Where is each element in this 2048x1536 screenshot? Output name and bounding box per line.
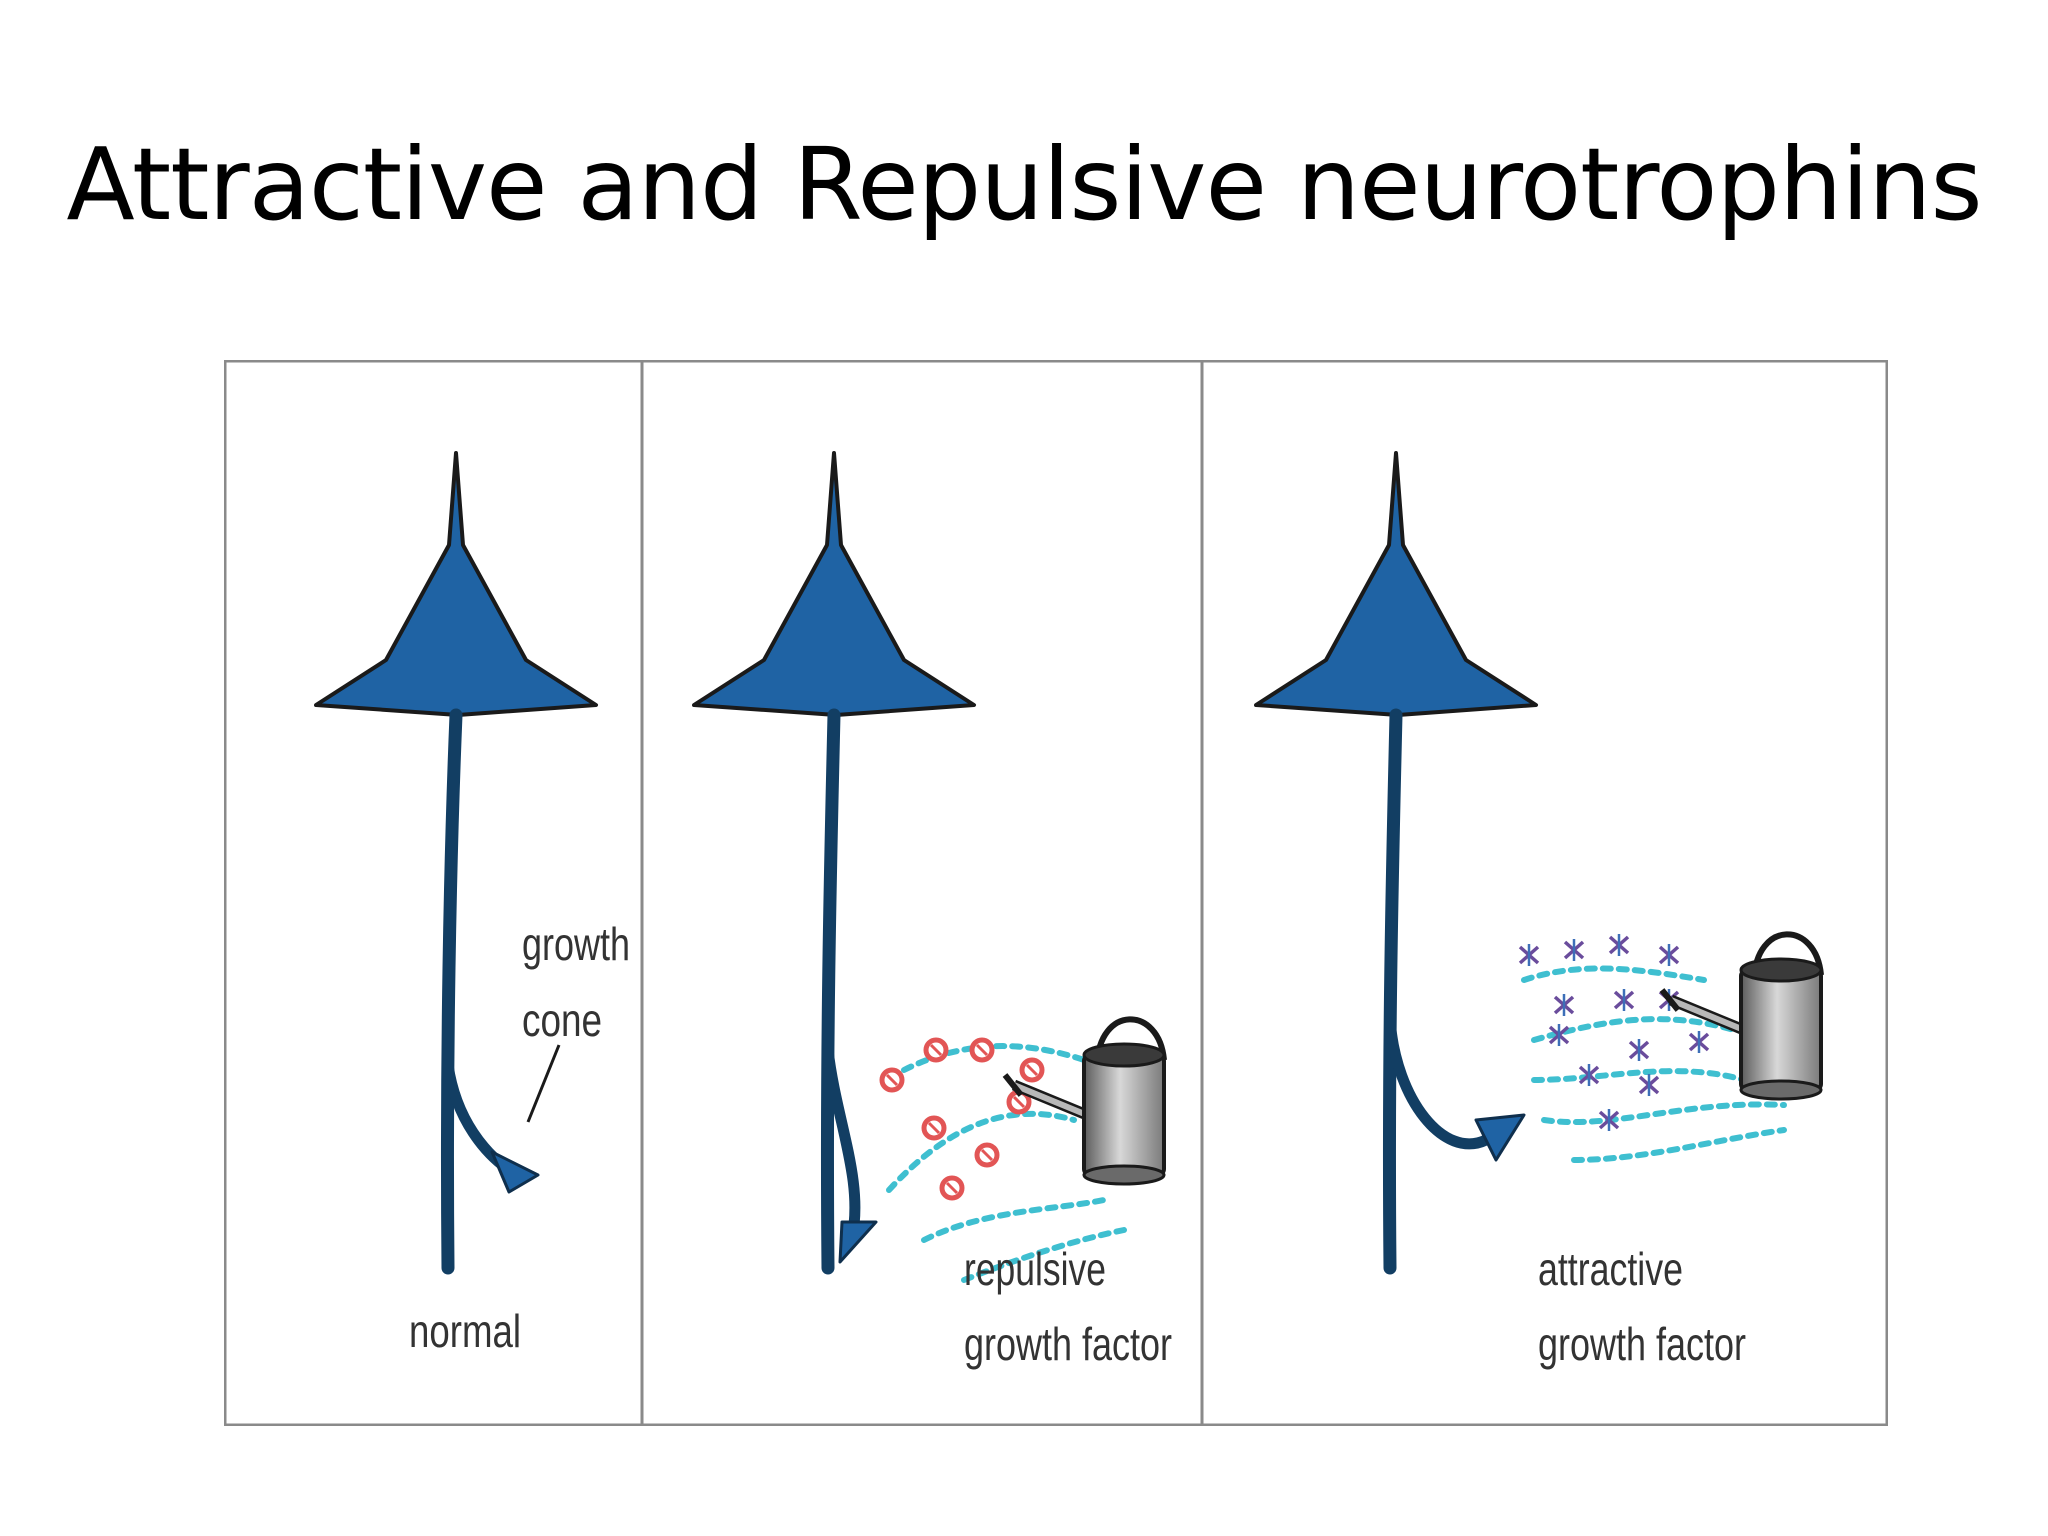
growth-cone-label: growth (522, 918, 630, 970)
growth-cone-arrow (490, 1150, 540, 1194)
panel-label-attractive: growth factor (1538, 1318, 1746, 1370)
panel-attractive: attractive growth factor (1254, 451, 1821, 1370)
panel-normal: growth cone normal (314, 451, 630, 1357)
panel-repulsive: repulsive growth factor (692, 451, 1172, 1370)
panel-label-repulsive: growth factor (964, 1318, 1172, 1370)
repulsive-particle-marks (885, 1043, 1039, 1195)
panel-label-attractive: attractive (1538, 1243, 1683, 1295)
annotation-pointer (526, 1044, 561, 1123)
growth-cone-branch (822, 1044, 861, 1244)
axon (820, 708, 841, 1275)
growth-cone-arrow (1474, 1113, 1526, 1162)
neurotrophin-figure: growth cone normal (224, 360, 1888, 1426)
growth-cone-arrow (838, 1220, 878, 1264)
panel-label-repulsive: repulsive (964, 1243, 1106, 1295)
spray-dots (886, 1043, 1127, 1283)
axon (1382, 708, 1403, 1275)
growth-cone-label: cone (522, 994, 602, 1046)
panel-label-normal: normal (409, 1305, 521, 1357)
axon (440, 708, 463, 1275)
slide-title: Attractive and Repulsive neurotrophins (66, 126, 1982, 243)
growth-cone-branch (1384, 1014, 1492, 1150)
